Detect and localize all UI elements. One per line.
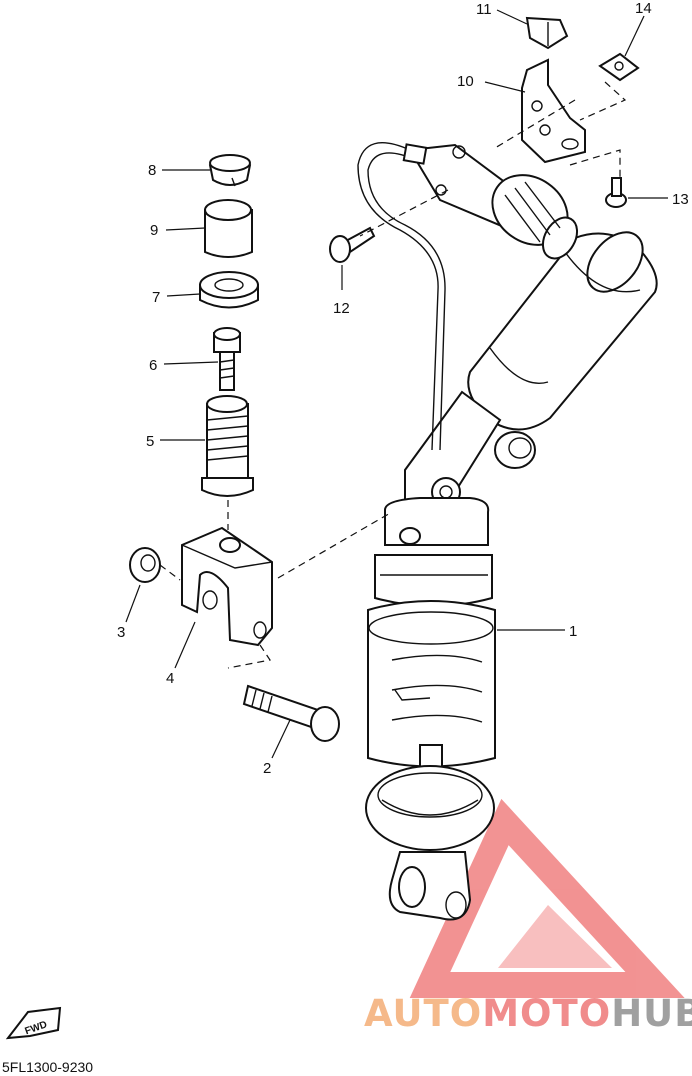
flange-nut — [129, 547, 161, 583]
bracket — [521, 58, 586, 164]
clevis-mount — [181, 526, 273, 647]
screw-13 — [605, 177, 627, 208]
shock-absorber — [365, 231, 658, 921]
watermark-part3: HUB — [611, 992, 692, 1035]
part-label: 13 — [672, 191, 689, 208]
part-label: 6 — [149, 357, 157, 374]
adjuster-hose — [357, 142, 439, 451]
watermark-part2: MOTO — [482, 992, 612, 1035]
part-label: 3 — [117, 624, 125, 641]
reservoir-knob — [494, 431, 536, 469]
fwd-arrow-icon: FWD — [5, 1006, 62, 1040]
bolt-12 — [329, 226, 376, 263]
part-labels: 1 2 3 4 5 6 7 8 9 10 11 12 13 14 — [117, 0, 689, 777]
part-label: 11 — [476, 1, 492, 18]
part-label: 8 — [148, 162, 156, 179]
remote-preload-adjuster — [402, 143, 579, 260]
part-label: 10 — [457, 73, 474, 90]
nut-clip — [598, 52, 640, 82]
part-label: 4 — [166, 670, 174, 687]
ring — [199, 271, 259, 309]
watermark-text: AUTOMOTOHUB — [364, 992, 692, 1035]
watermark-part1: AUTO — [364, 992, 483, 1035]
rubber-cover — [525, 16, 569, 50]
catalog-code: 5FL1300-9230 — [2, 1059, 94, 1075]
part-label: 7 — [152, 289, 160, 306]
bolt-6 — [213, 327, 241, 391]
part-label: 2 — [263, 760, 271, 777]
part-label: 9 — [150, 222, 158, 239]
part-label: 5 — [146, 433, 154, 450]
threaded-adjuster — [201, 395, 254, 497]
long-bolt — [242, 684, 340, 742]
part-label: 14 — [635, 0, 652, 17]
cap — [208, 154, 252, 187]
part-label: 12 — [333, 300, 350, 317]
collar — [204, 199, 253, 258]
part-label: 1 — [569, 623, 577, 640]
